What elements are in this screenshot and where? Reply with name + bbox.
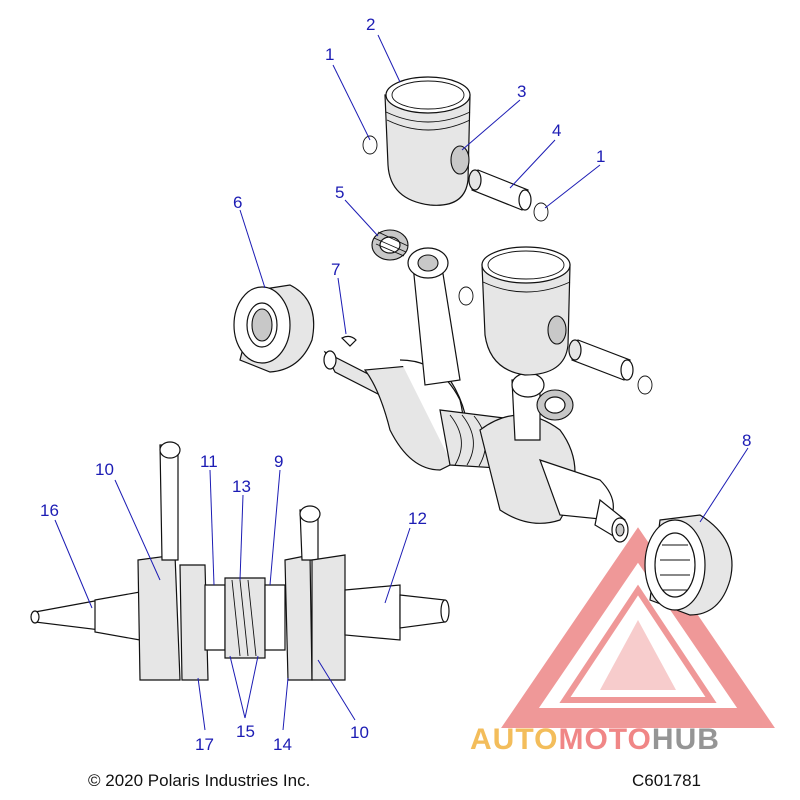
- callout-2: 2: [366, 15, 375, 34]
- roller-bearing-right: [644, 514, 733, 616]
- diagram-code: C601781: [632, 771, 701, 790]
- callout-3: 3: [517, 82, 526, 101]
- crankshaft-exploded: [323, 247, 629, 543]
- callout-1-right: 1: [596, 147, 605, 166]
- callout-8: 8: [742, 431, 751, 450]
- callout-5: 5: [335, 183, 344, 202]
- watermark-triangle-icon: [501, 527, 775, 728]
- woodruff-key: [340, 335, 357, 347]
- callout-7: 7: [331, 260, 340, 279]
- callout-13: 13: [232, 477, 251, 496]
- piston-pin-upper: [468, 169, 532, 211]
- piston-upper: [384, 76, 471, 206]
- callout-11: 11: [200, 452, 218, 471]
- copyright-notice: © 2020 Polaris Industries Inc.: [88, 771, 310, 790]
- needle-bearing-lower: [536, 389, 574, 421]
- crankshaft-assembled: [30, 441, 450, 681]
- watermark-auto: AUTO: [470, 723, 558, 756]
- callout-1-upper: 1: [325, 45, 334, 64]
- callout-15: 15: [236, 722, 255, 741]
- main-bearing-left: [233, 284, 315, 373]
- needle-bearing: [371, 229, 409, 261]
- circlip-right: [533, 202, 549, 222]
- watermark-moto: MOTO: [558, 723, 651, 756]
- callout-10-right: 10: [350, 723, 369, 742]
- svg-text:AUTOMOTOHUB: AUTOMOTOHUB: [470, 723, 720, 756]
- callout-labels: 1 2 3 4 1 5 6 7 8 9 10 11 13 12 16 17 15…: [40, 15, 751, 754]
- piston-pin-lower: [568, 339, 634, 381]
- callout-14: 14: [273, 735, 292, 754]
- callout-12: 12: [408, 509, 427, 528]
- callout-10-left: 10: [95, 460, 114, 479]
- leader-lines: [54, 34, 749, 731]
- piston-lower: [481, 246, 571, 376]
- callout-6: 6: [233, 193, 242, 212]
- callout-17: 17: [195, 735, 214, 754]
- callout-16: 16: [40, 501, 59, 520]
- watermark-hub: HUB: [652, 723, 720, 756]
- callout-4: 4: [552, 121, 561, 140]
- callout-9: 9: [274, 452, 283, 471]
- watermark-logo: AUTOMOTOHUB: [470, 527, 775, 756]
- circlip-left: [362, 135, 378, 155]
